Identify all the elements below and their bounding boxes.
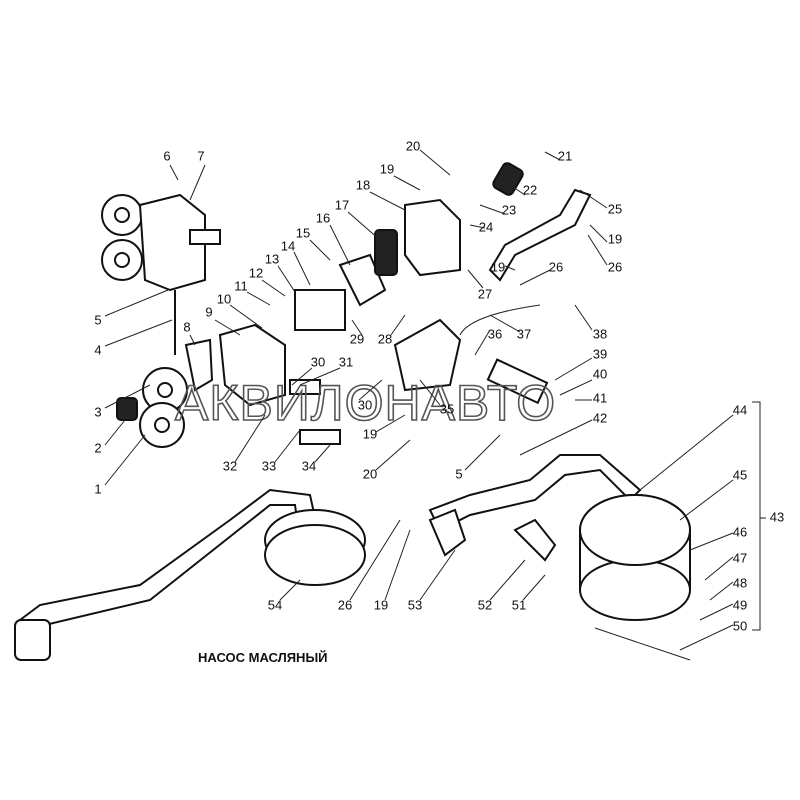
callout-label: 19 (380, 161, 394, 176)
callout-label: 19 (374, 597, 388, 612)
callout-label: 8 (183, 319, 190, 334)
callout-label: 16 (316, 210, 330, 225)
callout-label: 37 (517, 326, 531, 341)
callout-label: 54 (268, 597, 282, 612)
callout-label: 52 (478, 597, 492, 612)
callout-label: 10 (217, 291, 231, 306)
callout-label: 26 (549, 259, 563, 274)
callout-label: 38 (593, 326, 607, 341)
callout-label: 2 (94, 440, 101, 455)
callout-label: 21 (558, 148, 572, 163)
callout-label: 44 (733, 402, 747, 417)
oil-pipe-top (488, 162, 592, 282)
callout-label: 6 (163, 148, 170, 163)
callout-label: 28 (378, 331, 392, 346)
pump-assembly (101, 193, 221, 292)
callout-label: 30 (311, 354, 325, 369)
callout-label: 42 (593, 410, 607, 425)
callout-labels: 1 2 3 4 5 6 7 8 9 10 11 12 13 14 15 16 1… (94, 138, 784, 633)
callout-label: 39 (593, 346, 607, 361)
callout-label: 43 (770, 509, 784, 524)
callout-label: 20 (406, 138, 420, 153)
callout-label: 53 (408, 597, 422, 612)
callout-label: 50 (733, 618, 747, 633)
callout-label: 15 (296, 225, 310, 240)
callout-label: 46 (733, 524, 747, 539)
callout-label: 36 (488, 326, 502, 341)
pump-body (184, 323, 341, 445)
callout-label: 31 (339, 354, 353, 369)
callout-label: 14 (281, 238, 295, 253)
callout-label: 5 (94, 312, 101, 327)
gear-pack (294, 229, 398, 331)
callout-label: 41 (593, 390, 607, 405)
callout-label: 9 (205, 304, 212, 319)
callout-label: 19 (491, 259, 505, 274)
oil-pipe-left (14, 488, 322, 661)
callout-label: 4 (94, 342, 101, 357)
callout-label: 27 (478, 286, 492, 301)
group-bracket (752, 401, 766, 631)
strainer (264, 494, 691, 661)
leader-lines (104, 149, 734, 651)
callout-label: 32 (223, 458, 237, 473)
watermark-text: АКВИЛОНАВТО (175, 375, 556, 431)
callout-label: 22 (523, 182, 537, 197)
callout-label: 30 (358, 397, 372, 412)
callout-label: 40 (593, 366, 607, 381)
callout-label: 12 (249, 265, 263, 280)
callout-label: 3 (94, 404, 101, 419)
callout-label: 5 (455, 466, 462, 481)
callout-label: 25 (608, 201, 622, 216)
diagram-title: НАСОС МАСЛЯНЫЙ (198, 650, 328, 665)
pump-cover (393, 198, 549, 405)
callout-label: 19 (363, 426, 377, 441)
callout-label: 34 (302, 458, 316, 473)
callout-label: 23 (502, 202, 516, 217)
callout-label: 1 (94, 481, 101, 496)
callout-label: 7 (197, 148, 204, 163)
callout-label: 13 (265, 251, 279, 266)
callout-label: 47 (733, 550, 747, 565)
callout-label: 11 (234, 278, 248, 293)
callout-label: 20 (363, 466, 377, 481)
callout-label: 29 (350, 331, 364, 346)
callout-label: 26 (338, 597, 352, 612)
callout-label: 45 (733, 467, 747, 482)
callout-label: 18 (356, 177, 370, 192)
callout-label: 35 (440, 401, 454, 416)
callout-label: 51 (512, 597, 526, 612)
callout-label: 49 (733, 597, 747, 612)
callout-label: 48 (733, 575, 747, 590)
callout-label: 19 (608, 231, 622, 246)
callout-label: 26 (608, 259, 622, 274)
callout-label: 24 (479, 219, 493, 234)
callout-label: 33 (262, 458, 276, 473)
gears (116, 290, 188, 448)
callout-label: 17 (335, 197, 349, 212)
